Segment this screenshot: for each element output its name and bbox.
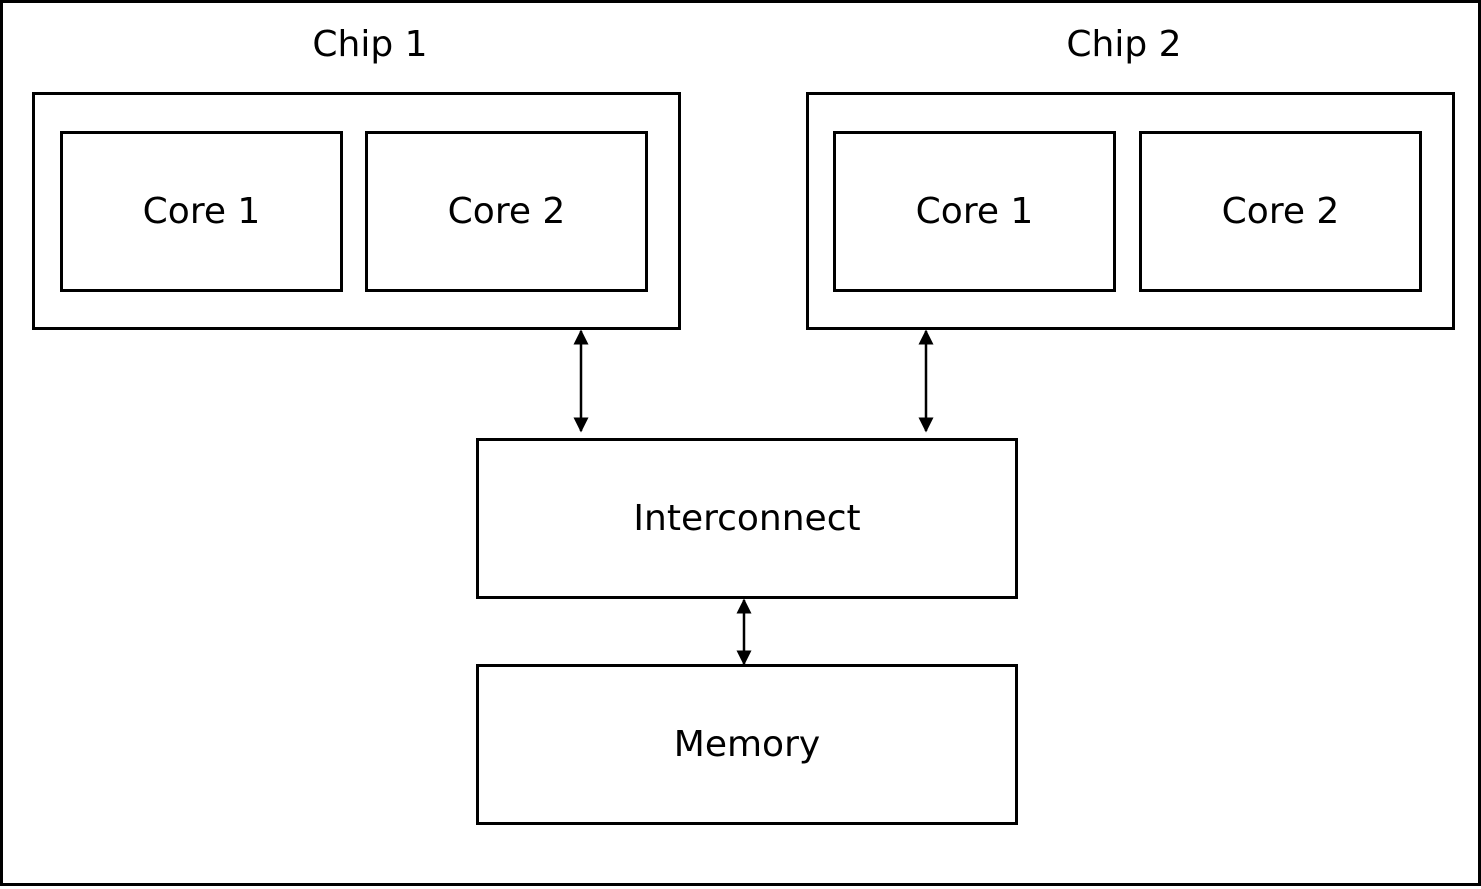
connector-arrows [573, 329, 934, 666]
interconnect-box: Interconnect [476, 438, 1018, 599]
chip-2-core-2: Core 2 [1139, 131, 1422, 292]
memory-box: Memory [476, 664, 1018, 825]
chip-2-core-1: Core 1 [833, 131, 1116, 292]
chip-1-core-2: Core 2 [365, 131, 648, 292]
chip-1-title: Chip 1 [312, 24, 428, 65]
chip-2-title: Chip 2 [1066, 24, 1182, 65]
chip-1-core-1: Core 1 [60, 131, 343, 292]
